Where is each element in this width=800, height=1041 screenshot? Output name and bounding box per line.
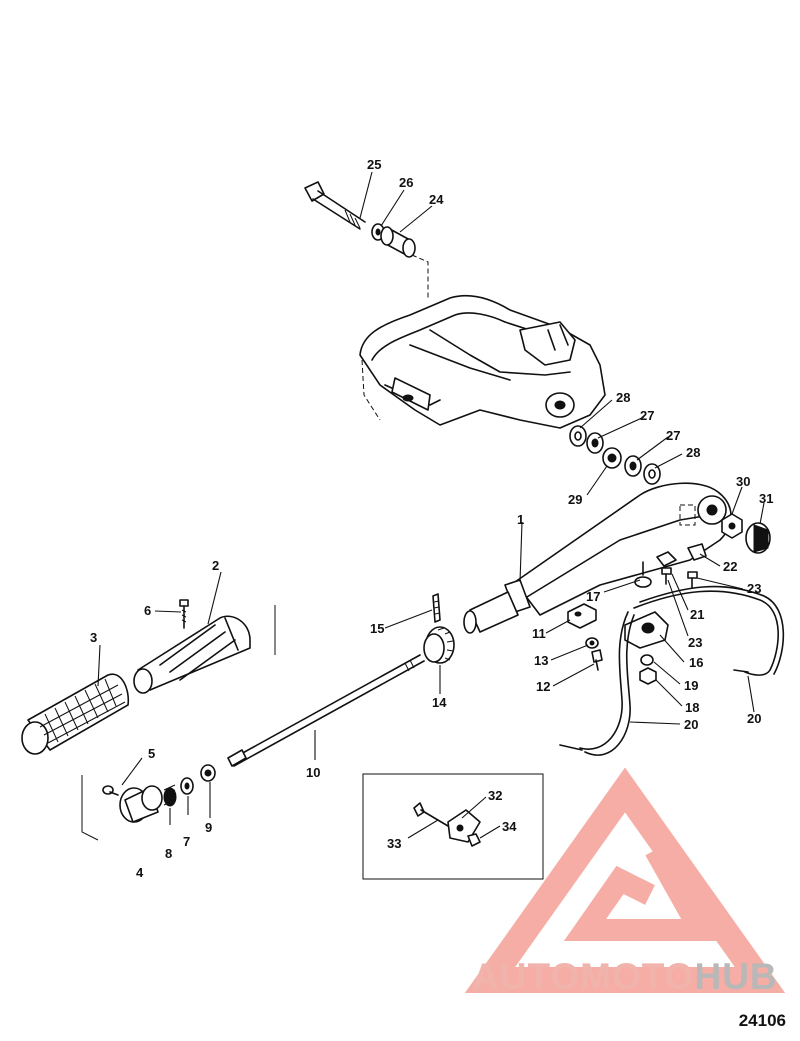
callout-9: 9	[205, 820, 212, 835]
callout-21: 21	[690, 607, 704, 622]
nut-34	[467, 833, 481, 847]
screw-12	[591, 649, 603, 671]
watermark-text-hub: HUB	[694, 956, 778, 997]
callout-28-lower: 28	[686, 445, 700, 460]
clip-21	[656, 551, 677, 567]
callout-19: 19	[684, 678, 698, 693]
throttle-cover-2	[133, 615, 251, 694]
leader-lines	[97, 171, 765, 839]
callout-15: 15	[370, 621, 384, 636]
screw-23-upper	[687, 571, 698, 589]
watermark-text-automoto: AUTOMOTO	[472, 956, 695, 997]
callout-5: 5	[148, 746, 155, 761]
lockwasher-19	[640, 654, 654, 666]
callout-18: 18	[685, 700, 699, 715]
washer-27-lower	[624, 455, 642, 477]
gear-14	[423, 626, 455, 664]
callout-4: 4	[136, 865, 144, 880]
sleeve-4	[119, 785, 163, 823]
nut-30	[721, 513, 743, 539]
callout-27-lower: 27	[666, 428, 680, 443]
watermark-text: AUTOMOTOHUB	[472, 956, 778, 998]
bolt-33	[413, 802, 449, 827]
callout-20-left: 20	[684, 717, 698, 732]
callout-31: 31	[759, 491, 773, 506]
callout-20-right: 20	[747, 711, 761, 726]
callout-29: 29	[568, 492, 582, 507]
bushing-24	[380, 226, 416, 258]
callout-13: 13	[534, 653, 548, 668]
washer-27-upper	[586, 432, 604, 454]
callout-27-upper: 27	[640, 408, 654, 423]
grip-3	[21, 673, 130, 755]
callout-1: 1	[517, 512, 524, 527]
callout-10: 10	[306, 765, 320, 780]
wire-harness-20-right	[633, 585, 785, 676]
washer-7	[180, 777, 194, 795]
swivel-bracket	[359, 294, 606, 429]
callout-26: 26	[399, 175, 413, 190]
tiller-arm	[463, 482, 732, 634]
callout-23-lower: 23	[688, 635, 702, 650]
watermark-logo	[464, 767, 786, 993]
bolt-25	[304, 181, 366, 230]
wire-harness-20-left	[559, 611, 635, 756]
callout-25: 25	[367, 157, 381, 172]
callout-33: 33	[387, 836, 401, 851]
callout-32: 32	[488, 788, 502, 803]
screw-5	[102, 785, 119, 796]
plate-11	[567, 603, 597, 629]
callout-6: 6	[144, 603, 151, 618]
callout-17: 17	[586, 589, 600, 604]
callout-8: 8	[165, 846, 172, 861]
cap-31	[745, 522, 771, 554]
callouts: 25 26 24 28 27 27 28 29 30 31 1 2 6 3 5 …	[90, 157, 773, 880]
nut-9	[200, 764, 216, 782]
callout-23-upper: 23	[747, 581, 761, 596]
inset-box	[362, 773, 544, 880]
callout-2: 2	[212, 558, 219, 573]
callout-28-upper: 28	[616, 390, 630, 405]
callout-14: 14	[432, 695, 447, 710]
screw-23-lower	[661, 567, 672, 585]
callout-3: 3	[90, 630, 97, 645]
callout-34: 34	[502, 819, 517, 834]
spring-8	[163, 784, 177, 807]
washer-29	[602, 447, 622, 469]
callout-24: 24	[429, 192, 444, 207]
bracket-line-left	[81, 775, 99, 841]
throttle-shaft-10	[227, 654, 425, 767]
washer-28-lower	[643, 463, 661, 485]
callout-30: 30	[736, 474, 750, 489]
callout-7: 7	[183, 834, 190, 849]
clamp-32	[447, 809, 481, 843]
stop-switch-16	[624, 611, 669, 649]
clip-22	[687, 543, 707, 561]
callout-22: 22	[723, 559, 737, 574]
pin-15	[432, 593, 441, 623]
screw-6	[179, 599, 189, 629]
nut-18	[639, 667, 657, 685]
washer-13	[585, 637, 599, 649]
assembly-line-bushing	[411, 254, 429, 300]
callout-16: 16	[689, 655, 703, 670]
callout-11: 11	[532, 626, 546, 641]
figure-number: 24106	[738, 1011, 786, 1030]
callout-12: 12	[536, 679, 550, 694]
washer-28-upper	[569, 425, 587, 447]
